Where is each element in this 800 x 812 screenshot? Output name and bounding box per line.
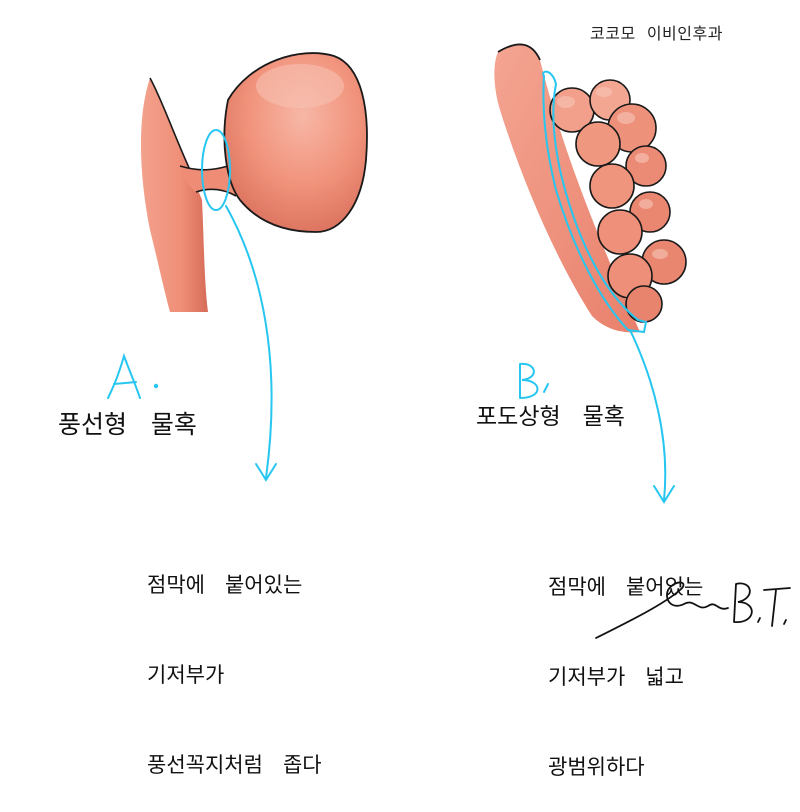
- grape-lobes: [549, 79, 687, 323]
- description-a-line-2: 기저부가: [147, 663, 225, 687]
- clinic-name-header: 코코모 이비인후과: [590, 24, 723, 43]
- description-b-line-2: 기저부가 넓고: [548, 665, 684, 689]
- arrow-a-line: [225, 205, 273, 479]
- mucosa-outline-a: [149, 77, 191, 171]
- description-a-line-3: 풍선꼭지처럼 좁다: [147, 753, 322, 777]
- description-b: 점막에 붙어있는 기저부가 넓고 광범위하다: [548, 512, 703, 812]
- grape-highlights: [557, 87, 668, 259]
- description-a: 점막에 붙어있는 기저부가 풍선꼭지처럼 좁다: [147, 510, 322, 810]
- description-a-line-1: 점막에 붙어있는: [147, 573, 303, 597]
- description-b-line-3: 광범위하다: [548, 755, 645, 779]
- description-b-line-1: 점막에 붙어있는: [548, 575, 704, 599]
- letter-b-mark: [519, 362, 539, 399]
- mucosa-outline-b: [497, 43, 541, 61]
- letter-a-mark: [107, 352, 141, 399]
- polyp-b-drawing: [494, 43, 687, 333]
- base-highlight-outline: [542, 70, 648, 334]
- title-balloon-polyp: 풍선형 물혹: [58, 410, 197, 439]
- stalk-highlight-circle: [201, 129, 231, 211]
- arrow-b-line: [629, 329, 667, 501]
- stalk-outline: [179, 165, 237, 197]
- annotations: [107, 70, 675, 504]
- polyp-stalk: [180, 166, 236, 196]
- illustration-canvas: [107, 43, 791, 639]
- polyp-head-highlight: [256, 64, 344, 108]
- arrow-a-head: [255, 463, 277, 482]
- letter-b-dot: [543, 383, 549, 393]
- arrow-b-head: [653, 485, 675, 504]
- mucosa-base-b: [494, 44, 640, 333]
- polyp-a-drawing: [140, 52, 368, 312]
- title-grape-polyp: 포도상형 물혹: [476, 404, 625, 430]
- mucosa-wall-a: [140, 78, 208, 312]
- letter-a-dot: [153, 383, 159, 389]
- signature-mark: [595, 581, 791, 639]
